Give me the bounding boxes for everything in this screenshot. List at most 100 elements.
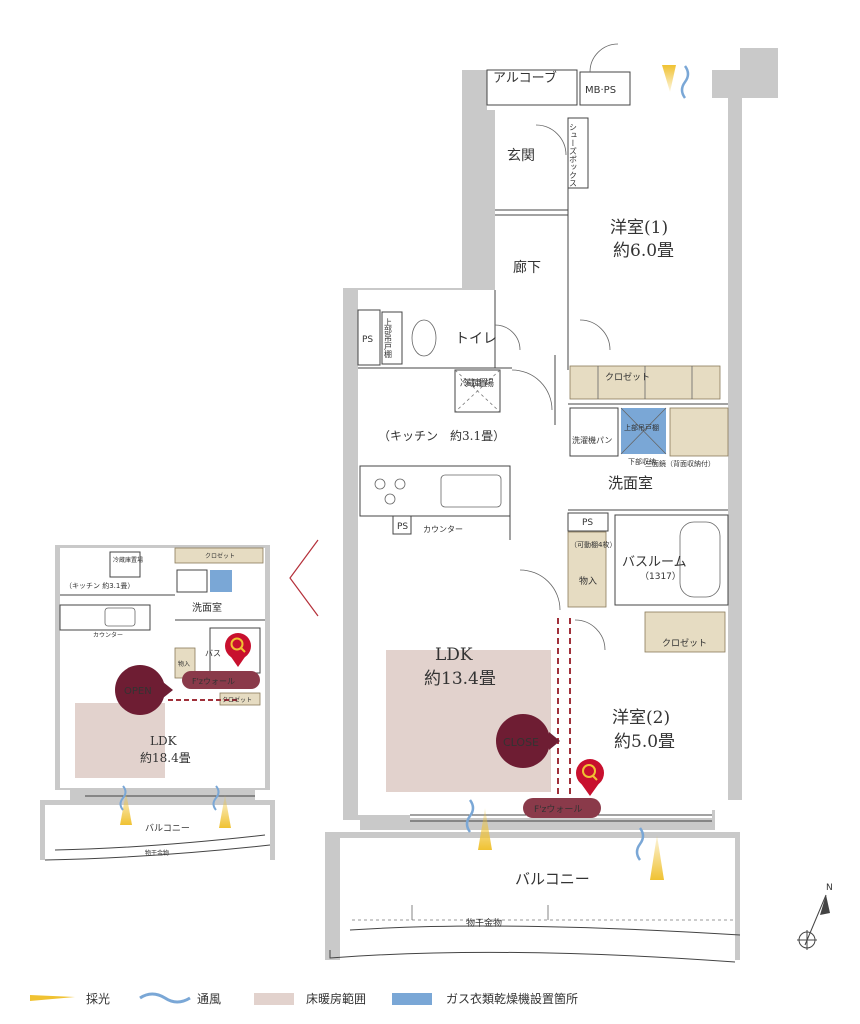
inset-closet xyxy=(174,547,264,564)
open-badge-label: OPEN xyxy=(124,686,152,697)
compass: N xyxy=(797,883,833,950)
counter-label: カウンター xyxy=(423,525,463,534)
inset-kitchen-label: （キッチン 約3.1畳） xyxy=(65,581,134,590)
inset-closet-label: クロゼット xyxy=(205,552,235,560)
ps-box-1 xyxy=(357,309,381,366)
washer-pan xyxy=(569,407,619,457)
movable-shelf-label: （可動棚4枚） xyxy=(570,540,616,549)
inset-hanger-label: 物干金物 xyxy=(145,849,169,857)
closet-2 xyxy=(644,611,726,653)
entrance-label: 玄関 xyxy=(507,147,535,164)
close-badge xyxy=(496,714,550,768)
legend-wind-icon xyxy=(139,992,191,1004)
legend-floor-heating: 床暖房範囲 xyxy=(306,991,366,1006)
zoom-pointer xyxy=(289,539,319,617)
legend-floor-icon xyxy=(254,993,294,1005)
bathroom-room xyxy=(614,514,729,606)
door-swing xyxy=(535,124,567,156)
legend-gas-icon xyxy=(392,993,432,1005)
compass-north: N xyxy=(826,883,833,893)
upper-shelf xyxy=(381,311,403,365)
inset-floor-heating xyxy=(75,703,165,778)
wind-icon xyxy=(635,827,645,861)
inset-storage-label: 物入 xyxy=(178,660,190,668)
storage-label: 物入 xyxy=(579,575,597,587)
ps1-label: PS xyxy=(362,335,373,345)
main-plan: アルコーブ MB·PS 玄関 シューズボックス 廊下 洋室(1) 約6.0畳 P… xyxy=(325,43,778,963)
vanity xyxy=(669,407,729,457)
fridge-label: 冷蔵庫置場 xyxy=(460,377,494,389)
close-badge-label: CLOSE xyxy=(503,736,539,749)
ps3-label: PS xyxy=(397,522,408,532)
inset-search-pin-icon xyxy=(225,633,251,659)
inset-ldk-name: LDK xyxy=(150,734,178,748)
washer-pan-label: 洗濯機パン xyxy=(572,435,612,445)
legend-light: 採光 xyxy=(86,992,110,1006)
inset-closet2-label: クロゼット xyxy=(222,696,252,704)
bath-size-label: （1317） xyxy=(640,571,681,582)
door-swing xyxy=(519,569,561,611)
inset-bath-label: バス xyxy=(205,649,221,658)
mbps-box xyxy=(579,71,631,106)
light-icon xyxy=(478,808,492,850)
legend-gas-dryer: ガス衣類乾燥機設置箇所 xyxy=(446,991,578,1006)
inset-counter-label: カウンター xyxy=(93,631,123,639)
toilet-label: トイレ xyxy=(455,331,497,347)
open-badge xyxy=(115,665,165,715)
western2-name: 洋室(2) xyxy=(612,708,670,728)
door-swing xyxy=(574,619,606,651)
balcony-label: バルコニー xyxy=(515,870,590,888)
wind-icon xyxy=(465,799,475,833)
wind-icon xyxy=(680,65,690,99)
inset-plan: 冷蔵庫置場 クロゼット （キッチン 約3.1畳） 洗面室 カウンター 物入 バス… xyxy=(40,545,275,861)
inset-fridge-label: 冷蔵庫置場 xyxy=(113,556,143,564)
main-outer-wall xyxy=(343,48,778,830)
gas-upper-label: 上部吊戸棚 xyxy=(624,423,659,432)
washroom-label: 洗面室 xyxy=(608,474,653,492)
inset-counter xyxy=(59,604,151,631)
inset-fz-pill xyxy=(182,671,260,689)
fz-wall-pill xyxy=(523,798,601,818)
alcove-label: アルコーブ xyxy=(493,70,557,86)
toilet-bowl xyxy=(411,319,437,357)
light-icon xyxy=(662,65,676,92)
light-icon xyxy=(650,835,664,880)
upper-shelf-label: 上部吊戸棚 xyxy=(384,318,393,359)
western2-size: 約5.0畳 xyxy=(614,732,675,752)
shoebox-label: シューズボックス xyxy=(569,123,578,187)
legend-light-icon xyxy=(30,995,75,1001)
mbps-label: MB·PS xyxy=(585,85,616,96)
balcony-wall xyxy=(325,832,740,960)
ldk-size: 約13.4畳 xyxy=(424,669,496,689)
fridge-space xyxy=(454,369,501,413)
kitchen-sink xyxy=(440,474,502,508)
inset-balcony-label: バルコニー xyxy=(145,823,190,834)
hanger-label: 物干金物 xyxy=(466,917,502,929)
ldk-name: LDK xyxy=(435,645,473,665)
door-swing xyxy=(494,324,521,351)
bathroom-label: バスルーム xyxy=(622,555,687,570)
alcove-area xyxy=(486,69,578,106)
western1-size: 約6.0畳 xyxy=(613,241,674,261)
ps2-label: PS xyxy=(582,518,593,528)
door-swing xyxy=(579,319,611,351)
legend-wind: 通風 xyxy=(197,992,221,1006)
closet2-label: クロゼット xyxy=(662,637,707,649)
inset-ldk-size: 約18.4畳 xyxy=(140,750,191,765)
hallway-label: 廊下 xyxy=(513,259,541,276)
western1-name: 洋室(1) xyxy=(610,218,668,238)
shoe-box xyxy=(567,117,589,189)
door-swing xyxy=(589,43,619,73)
closet1-label: クロゼット xyxy=(605,371,650,383)
kitchen-label: （キッチン 約3.1畳） xyxy=(378,428,505,443)
mirror-label: 三面鏡（背面収納付） xyxy=(645,459,715,468)
door-swing xyxy=(511,369,553,411)
ps-box-2 xyxy=(567,512,609,532)
inset-fz-label: F'zウォール xyxy=(192,677,235,686)
fz-wall-label: F'zウォール xyxy=(534,804,582,815)
inset-washroom-label: 洗面室 xyxy=(192,601,222,614)
bathtub xyxy=(679,521,721,598)
legend: 採光 通風 床暖房範囲 ガス衣類乾燥機設置箇所 xyxy=(30,991,578,1006)
storage xyxy=(567,531,607,608)
